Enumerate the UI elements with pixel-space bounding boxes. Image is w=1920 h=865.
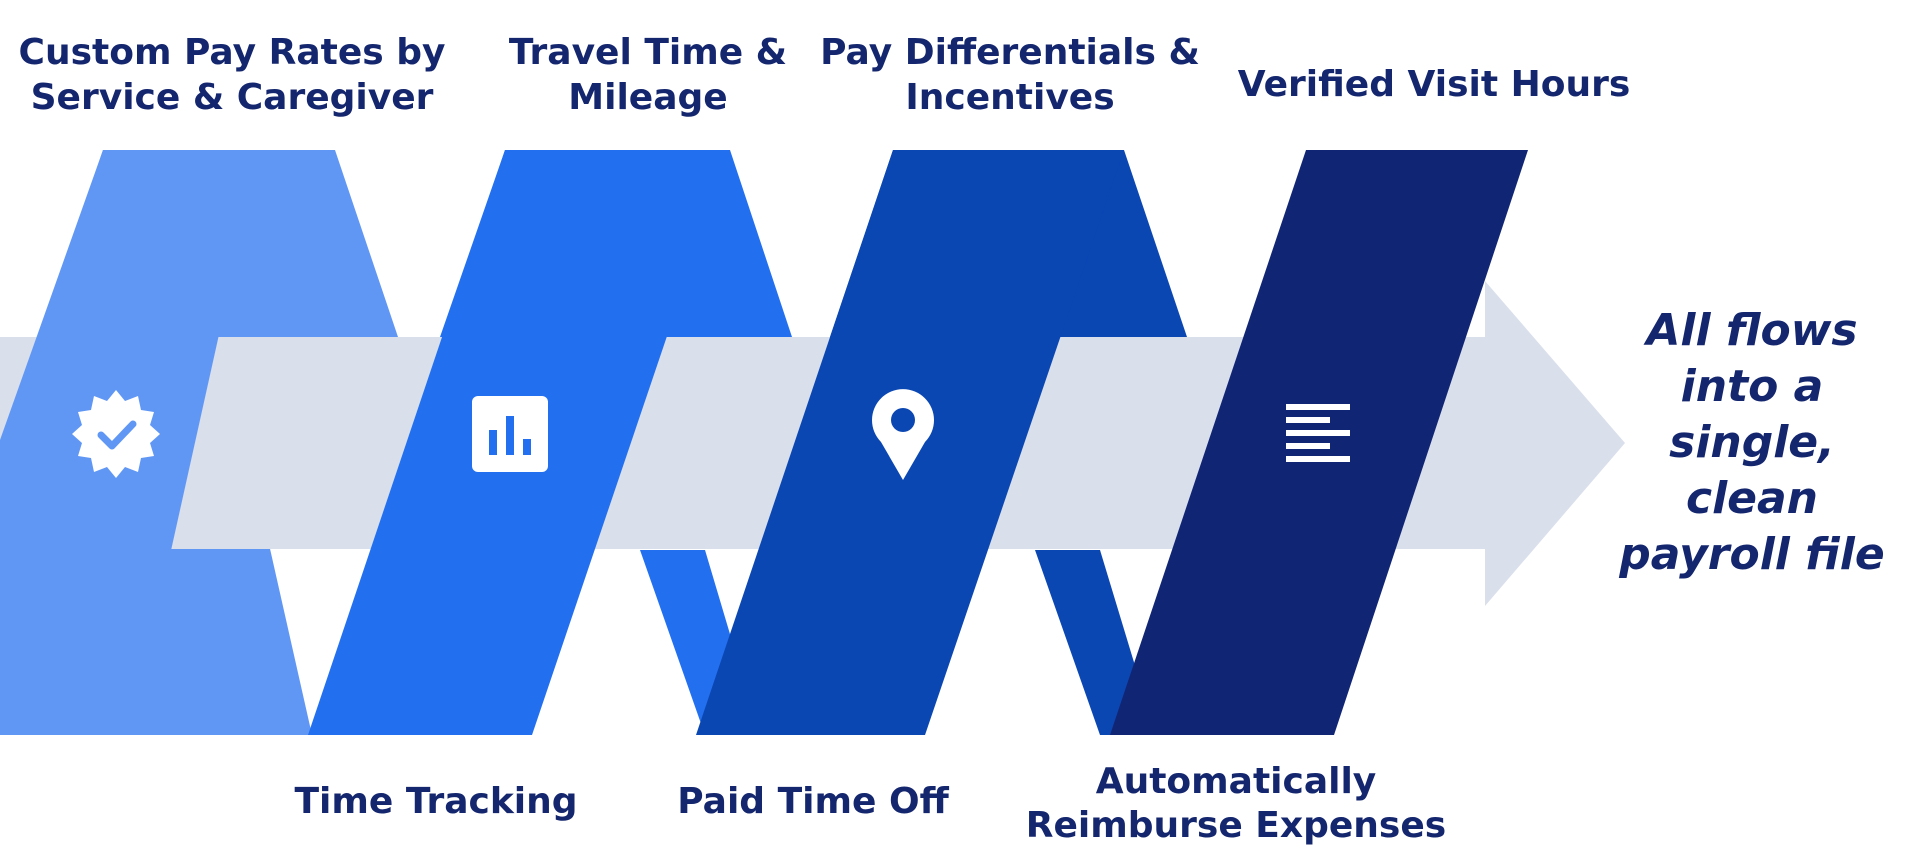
label-pay-differentials-line1: Pay Differentials & — [820, 32, 1200, 73]
cta-line-2: into a — [1681, 361, 1824, 412]
cta-line-5: payroll file — [1618, 529, 1884, 580]
label-time-tracking: Time Tracking — [294, 781, 577, 822]
cta-line-3: single, — [1669, 417, 1835, 468]
label-pay-differentials-line2: Incentives — [905, 77, 1114, 118]
label-reimburse-expenses-line2: Reimburse Expenses — [1026, 805, 1446, 846]
verified-badge-icon — [72, 390, 160, 478]
cta-line-4: clean — [1686, 473, 1818, 524]
label-custom-pay-rates-line2: Service & Caregiver — [31, 77, 434, 118]
label-verified-visit-hours: Verified Visit Hours — [1238, 64, 1631, 105]
cta-line-1: All flows — [1643, 305, 1857, 356]
label-paid-time-off: Paid Time Off — [677, 781, 949, 822]
label-travel-time-line2: Mileage — [568, 77, 727, 118]
location-pin-icon — [872, 389, 934, 480]
label-custom-pay-rates-line1: Custom Pay Rates by — [19, 32, 446, 73]
text-lines-icon — [1286, 404, 1350, 462]
label-reimburse-expenses-line1: Automatically — [1096, 761, 1377, 802]
bar-chart-icon — [472, 396, 548, 472]
band-4 — [1110, 150, 1528, 735]
label-travel-time-line1: Travel Time & — [509, 32, 787, 73]
